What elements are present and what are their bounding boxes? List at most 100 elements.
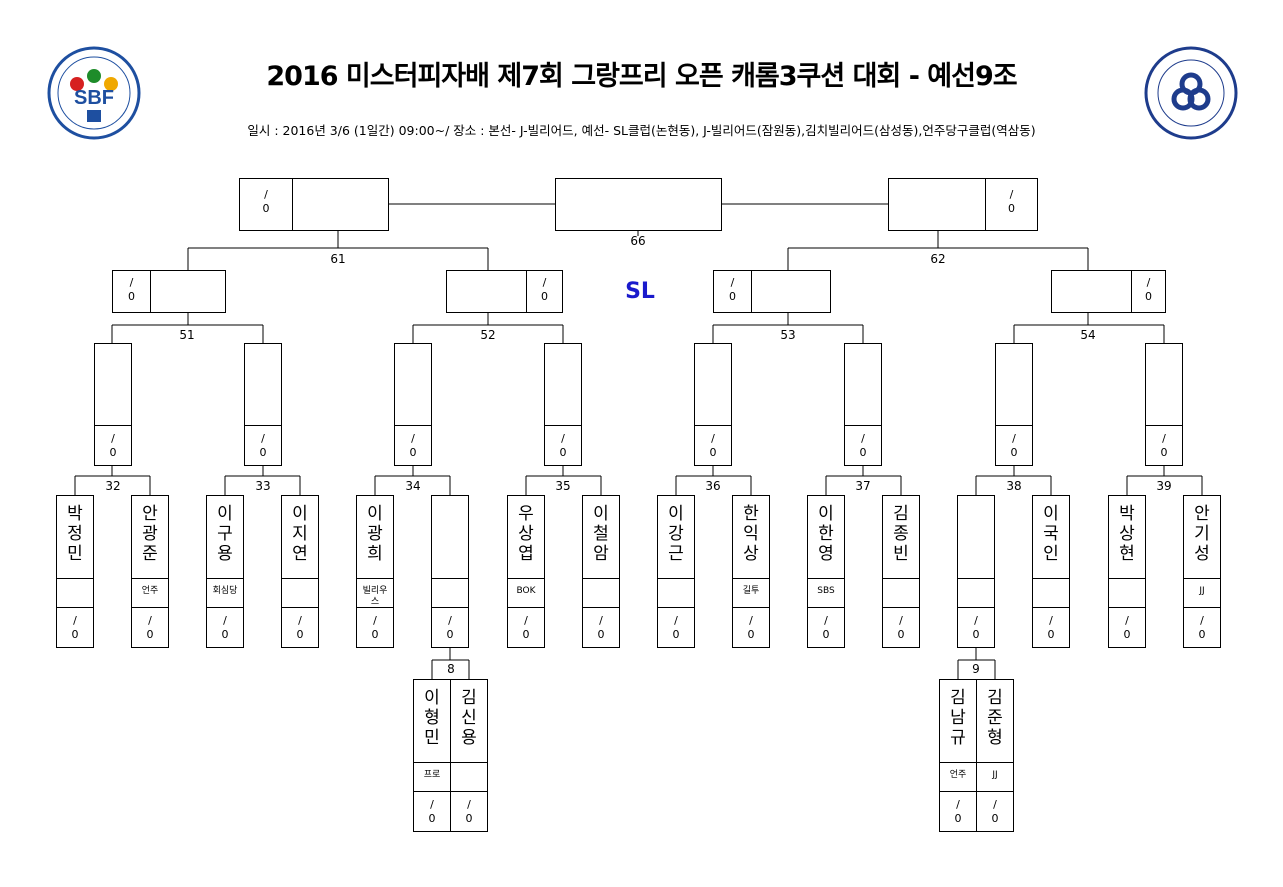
match-number: 52 <box>480 328 496 342</box>
quarter-box-4: /0 <box>544 343 582 466</box>
page-title: 2016 미스터피자배 제7회 그랑프리 오픈 캐롬3쿠션 대회 - 예선9조 <box>266 61 1017 92</box>
match-number: 33 <box>255 479 271 493</box>
player-box-1: 박정민/0 <box>56 495 94 648</box>
score-top: / <box>467 798 471 811</box>
venue-label: SL <box>625 279 655 304</box>
match-number: 62 <box>930 252 946 266</box>
score: /0 <box>695 432 731 460</box>
score: /0 <box>541 276 548 303</box>
score-top: / <box>411 432 415 445</box>
score-top: / <box>599 614 603 627</box>
score-bottom: 0 <box>522 628 530 641</box>
score-top: / <box>1125 614 1129 627</box>
score-top: / <box>1200 614 1204 627</box>
score: /0 <box>545 432 581 460</box>
semi-box-1: /0 <box>112 270 226 313</box>
score-bottom: 0 <box>259 446 267 459</box>
player-name: 이강근 <box>668 504 684 564</box>
player-club: JJ <box>1199 586 1205 596</box>
score-bottom: 0 <box>409 446 417 459</box>
quarter-box-8: /0 <box>1145 343 1183 466</box>
event-info: 일시 : 2016년 3/6 (1일간) 09:00~/ 장소 : 본선- J-… <box>247 123 1036 138</box>
match-number: 34 <box>405 479 421 493</box>
score-top: / <box>1162 432 1166 445</box>
score-top: / <box>974 614 978 627</box>
score-bottom: 0 <box>672 628 680 641</box>
score-top: / <box>824 614 828 627</box>
svg-text:SBF: SBF <box>74 87 114 109</box>
player-box-9: 이강근/0 <box>657 495 695 648</box>
player-name: 김남규 <box>950 688 966 748</box>
score-top: / <box>298 614 302 627</box>
match-number: 38 <box>1006 479 1022 493</box>
player-club: JJ <box>992 770 998 780</box>
match-number: 51 <box>179 328 195 342</box>
semi-box-4: /0 <box>1051 270 1166 313</box>
player-club: 길투 <box>742 586 760 596</box>
score-top: / <box>73 614 77 627</box>
player-club: 프로 <box>423 770 441 780</box>
score-top: / <box>993 798 997 811</box>
player-name: 한익상 <box>743 504 759 564</box>
score-bottom: 0 <box>296 628 304 641</box>
player-name: 이형민 <box>424 688 440 748</box>
score-bottom: 0 <box>1047 628 1055 641</box>
match-number: 53 <box>780 328 796 342</box>
score-bottom: 0 <box>972 628 980 641</box>
score-bottom: 0 <box>1198 628 1206 641</box>
score: /0 <box>883 614 919 642</box>
match-number: 35 <box>555 479 571 493</box>
player-name: 안광준 <box>142 504 158 564</box>
player-name: 박정민 <box>67 504 83 564</box>
score-top: / <box>373 614 377 627</box>
score: /0 <box>245 432 281 460</box>
score: /0 <box>1184 614 1220 642</box>
player-club: SBS <box>817 586 835 596</box>
score-top: / <box>1049 614 1053 627</box>
score: /0 <box>733 614 769 642</box>
score-bottom: 0 <box>1123 628 1131 641</box>
player-box-14: 이국인/0 <box>1032 495 1070 648</box>
score-top: / <box>448 614 452 627</box>
prelim-box-2: 김신용/0 <box>450 679 488 832</box>
score: /0 <box>262 188 270 215</box>
score-top: / <box>223 614 227 627</box>
score-bottom: 0 <box>859 446 867 459</box>
score: /0 <box>207 614 243 642</box>
player-name: 이광희 <box>367 504 383 564</box>
player-club: BOK <box>516 586 536 596</box>
final-left-box: /0 <box>239 178 389 231</box>
quarter-box-1: /0 <box>94 343 132 466</box>
score-top: / <box>524 614 528 627</box>
player-name: 박상현 <box>1119 504 1135 564</box>
score-top: / <box>111 432 115 445</box>
score: /0 <box>958 614 994 642</box>
final-right-box: /0 <box>888 178 1038 231</box>
player-name: 이철암 <box>593 504 609 564</box>
score-top: / <box>1012 432 1016 445</box>
semi-box-2: /0 <box>446 270 563 313</box>
player-name: 이구용 <box>217 504 233 564</box>
score-bottom: 0 <box>146 628 154 641</box>
score-top: / <box>749 614 753 627</box>
score: /0 <box>414 798 450 826</box>
player-box-6: /0 <box>431 495 469 648</box>
score-top: / <box>674 614 678 627</box>
match-number: 54 <box>1080 328 1096 342</box>
score: /0 <box>95 432 131 460</box>
score-bottom: 0 <box>954 812 962 825</box>
score: /0 <box>282 614 318 642</box>
score-bottom: 0 <box>1010 446 1018 459</box>
score: /0 <box>729 276 736 303</box>
player-name: 김신용 <box>461 688 477 748</box>
score-bottom: 0 <box>597 628 605 641</box>
score: /0 <box>658 614 694 642</box>
score: /0 <box>357 614 393 642</box>
player-club: 회심당 <box>212 586 238 596</box>
